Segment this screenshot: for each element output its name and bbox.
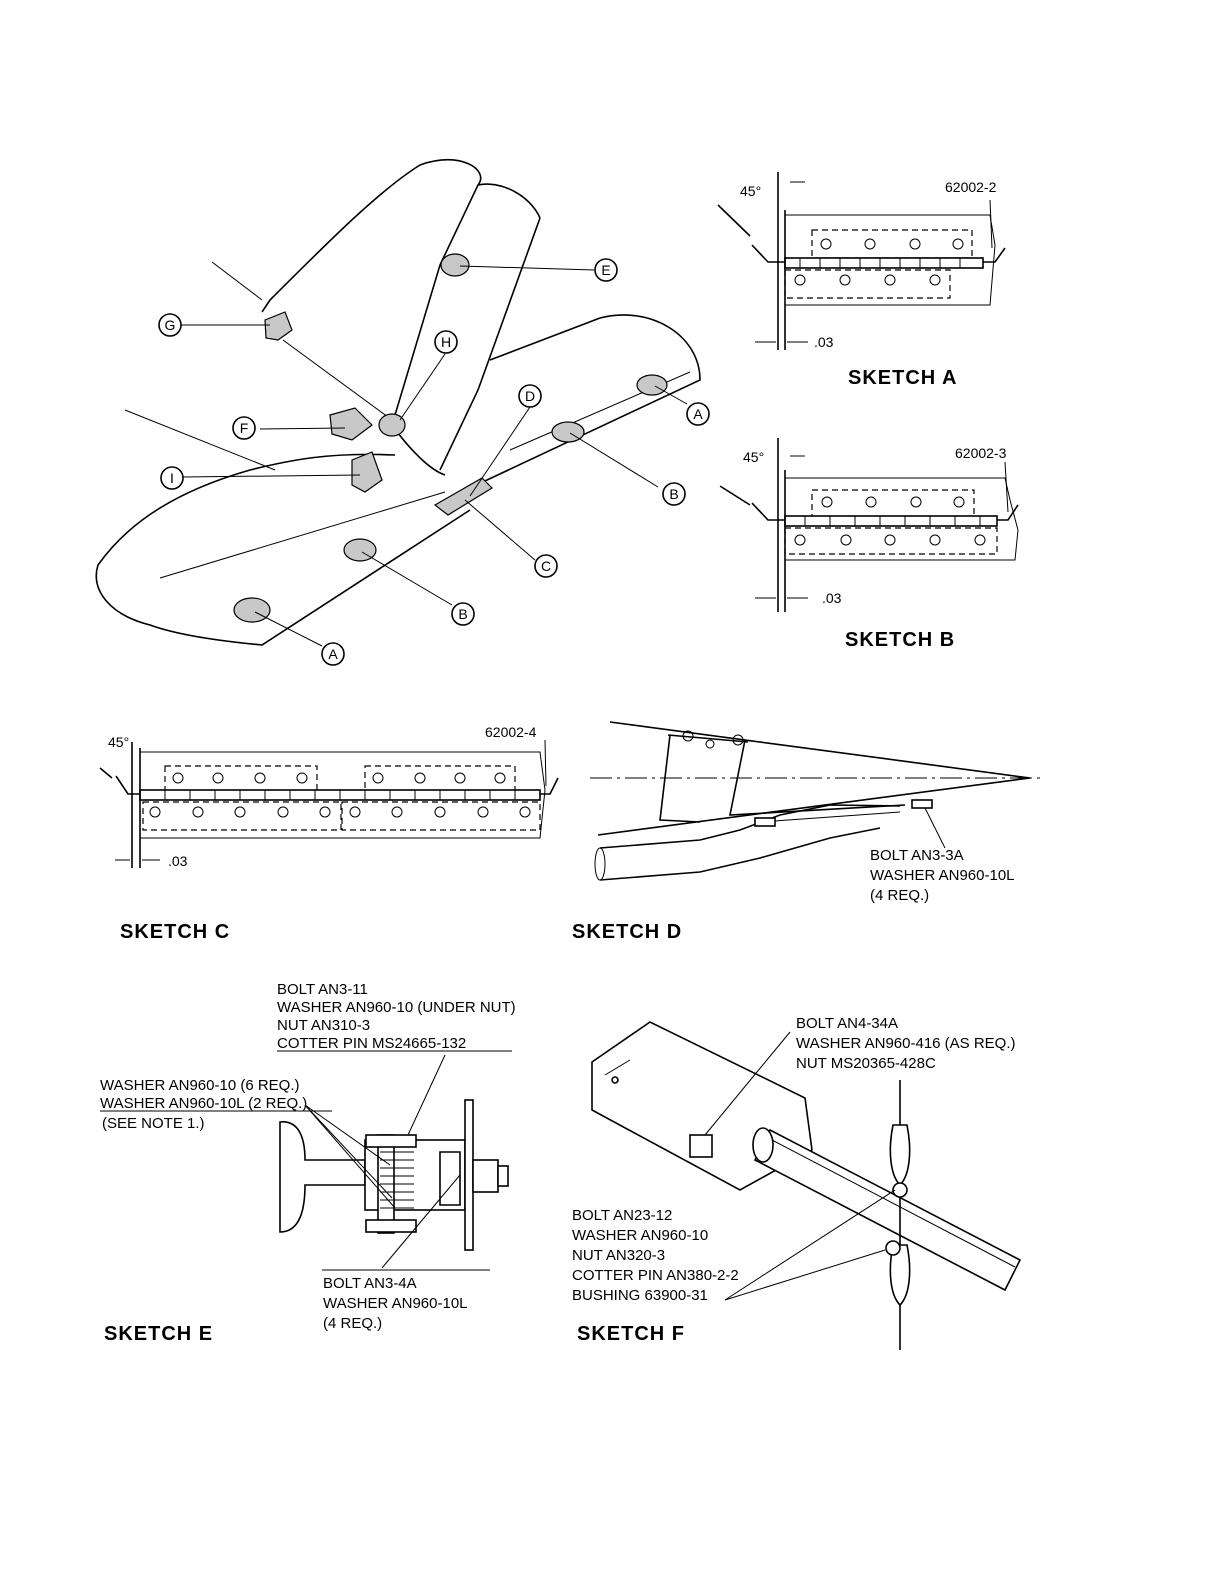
callout-h: H (434, 330, 458, 354)
sketch-f: BOLT AN4-34A WASHER AN960-416 (AS REQ.) … (572, 1015, 1022, 1350)
sketch-a: 45° 62002-2 .03 SKETCH A (717, 172, 1006, 389)
svg-text:D: D (525, 388, 535, 404)
svg-text:WASHER AN960-10 (6 REQ.): WASHER AN960-10 (6 REQ.) (100, 1077, 300, 1094)
svg-text:BOLT AN4-34A: BOLT AN4-34A (796, 1015, 898, 1032)
svg-text:BOLT AN3-11: BOLT AN3-11 (277, 981, 368, 998)
svg-text:BOLT AN3-4A: BOLT AN3-4A (323, 1275, 417, 1292)
callout-g: G (158, 313, 182, 337)
svg-text:A: A (328, 646, 338, 662)
svg-text:H: H (441, 334, 451, 350)
svg-text:G: G (165, 317, 176, 333)
svg-text:NUT AN320-3: NUT AN320-3 (572, 1247, 665, 1264)
svg-text:F: F (240, 420, 249, 436)
sketch-b: 45° 62002-3 .03 SKETCH B (719, 438, 1019, 651)
svg-text:COTTER PIN AN380-2-2: COTTER PIN AN380-2-2 (572, 1267, 739, 1284)
svg-text:(4 REQ.): (4 REQ.) (870, 887, 929, 904)
sketch-c-title: SKETCH C (120, 921, 230, 943)
svg-text:45°: 45° (740, 183, 761, 199)
svg-text:WASHER AN960-10: WASHER AN960-10 (572, 1227, 708, 1244)
svg-text:WASHER AN960-416 (AS REQ.): WASHER AN960-416 (AS REQ.) (796, 1035, 1016, 1052)
sketch-d: BOLT AN3-3A WASHER AN960-10L (4 REQ.) SK… (572, 721, 1042, 943)
svg-text:BOLT AN3-3A: BOLT AN3-3A (870, 847, 964, 864)
callout-e: E (594, 258, 618, 282)
sketch-d-note: BOLT AN3-3A WASHER AN960-10L (4 REQ.) (870, 847, 1015, 904)
sketch-a-title: SKETCH A (848, 367, 957, 389)
callout-b-right: B (662, 482, 686, 506)
callout-a-left: A (321, 642, 345, 666)
svg-text:NUT AN310-3: NUT AN310-3 (277, 1017, 370, 1034)
svg-text:E: E (601, 262, 610, 278)
svg-text:WASHER AN960-10L: WASHER AN960-10L (323, 1295, 468, 1312)
svg-text:62002-3: 62002-3 (955, 445, 1007, 461)
svg-text:45°: 45° (108, 734, 129, 750)
svg-text:B: B (669, 486, 678, 502)
sketch-c: 45° 62002-4 .03 SKETCH C (99, 724, 559, 943)
svg-text:I: I (170, 470, 174, 486)
svg-text:WASHER AN960-10 (UNDER NUT): WASHER AN960-10 (UNDER NUT) (277, 999, 516, 1016)
svg-text:BUSHING 63900-31: BUSHING 63900-31 (572, 1287, 708, 1304)
sketch-d-title: SKETCH D (572, 921, 682, 943)
svg-text:(SEE NOTE 1.): (SEE NOTE 1.) (102, 1115, 205, 1132)
svg-text:NUT MS20365-428C: NUT MS20365-428C (796, 1055, 936, 1072)
svg-text:.03: .03 (814, 334, 834, 350)
callout-d: D (518, 384, 542, 408)
svg-text:B: B (458, 606, 467, 622)
svg-text:62002-4: 62002-4 (485, 724, 537, 740)
sketch-f-top-note: BOLT AN4-34A WASHER AN960-416 (AS REQ.) … (796, 1015, 1016, 1072)
callout-i: I (160, 466, 184, 490)
main-tail-assembly-view: E G H F I D C B A B A (95, 159, 710, 666)
sketch-e-bottom-note: BOLT AN3-4A WASHER AN960-10L (4 REQ.) (322, 1269, 490, 1332)
sketch-e-left-note: WASHER AN960-10 (6 REQ.) WASHER AN960-10… (100, 1077, 332, 1132)
svg-text:BOLT AN23-12: BOLT AN23-12 (572, 1207, 672, 1224)
svg-text:C: C (541, 558, 551, 574)
sketch-e-top-note: BOLT AN3-11 WASHER AN960-10 (UNDER NUT) … (277, 981, 516, 1052)
svg-text:.03: .03 (822, 590, 842, 606)
sketch-f-title: SKETCH F (577, 1323, 685, 1345)
svg-text:62002-2: 62002-2 (945, 179, 997, 195)
svg-text:COTTER PIN MS24665-132: COTTER PIN MS24665-132 (277, 1035, 466, 1052)
sketch-f-bottom-note: BOLT AN23-12 WASHER AN960-10 NUT AN320-3… (572, 1207, 739, 1304)
svg-text:WASHER AN960-10L: WASHER AN960-10L (870, 867, 1015, 884)
callout-f: F (232, 416, 256, 440)
svg-text:A: A (693, 406, 703, 422)
svg-text:WASHER AN960-10L (2 REQ.): WASHER AN960-10L (2 REQ.) (100, 1095, 307, 1112)
callout-b-left: B (451, 602, 475, 626)
svg-text:45°: 45° (743, 449, 764, 465)
svg-text:(4 REQ.): (4 REQ.) (323, 1315, 382, 1332)
sketch-b-title: SKETCH B (845, 629, 955, 651)
callout-c: C (534, 554, 558, 578)
sketch-e-title: SKETCH E (104, 1323, 213, 1345)
callout-a-right: A (686, 402, 710, 426)
svg-text:.03: .03 (168, 853, 188, 869)
sketch-e: BOLT AN3-11 WASHER AN960-10 (UNDER NUT) … (100, 981, 516, 1345)
